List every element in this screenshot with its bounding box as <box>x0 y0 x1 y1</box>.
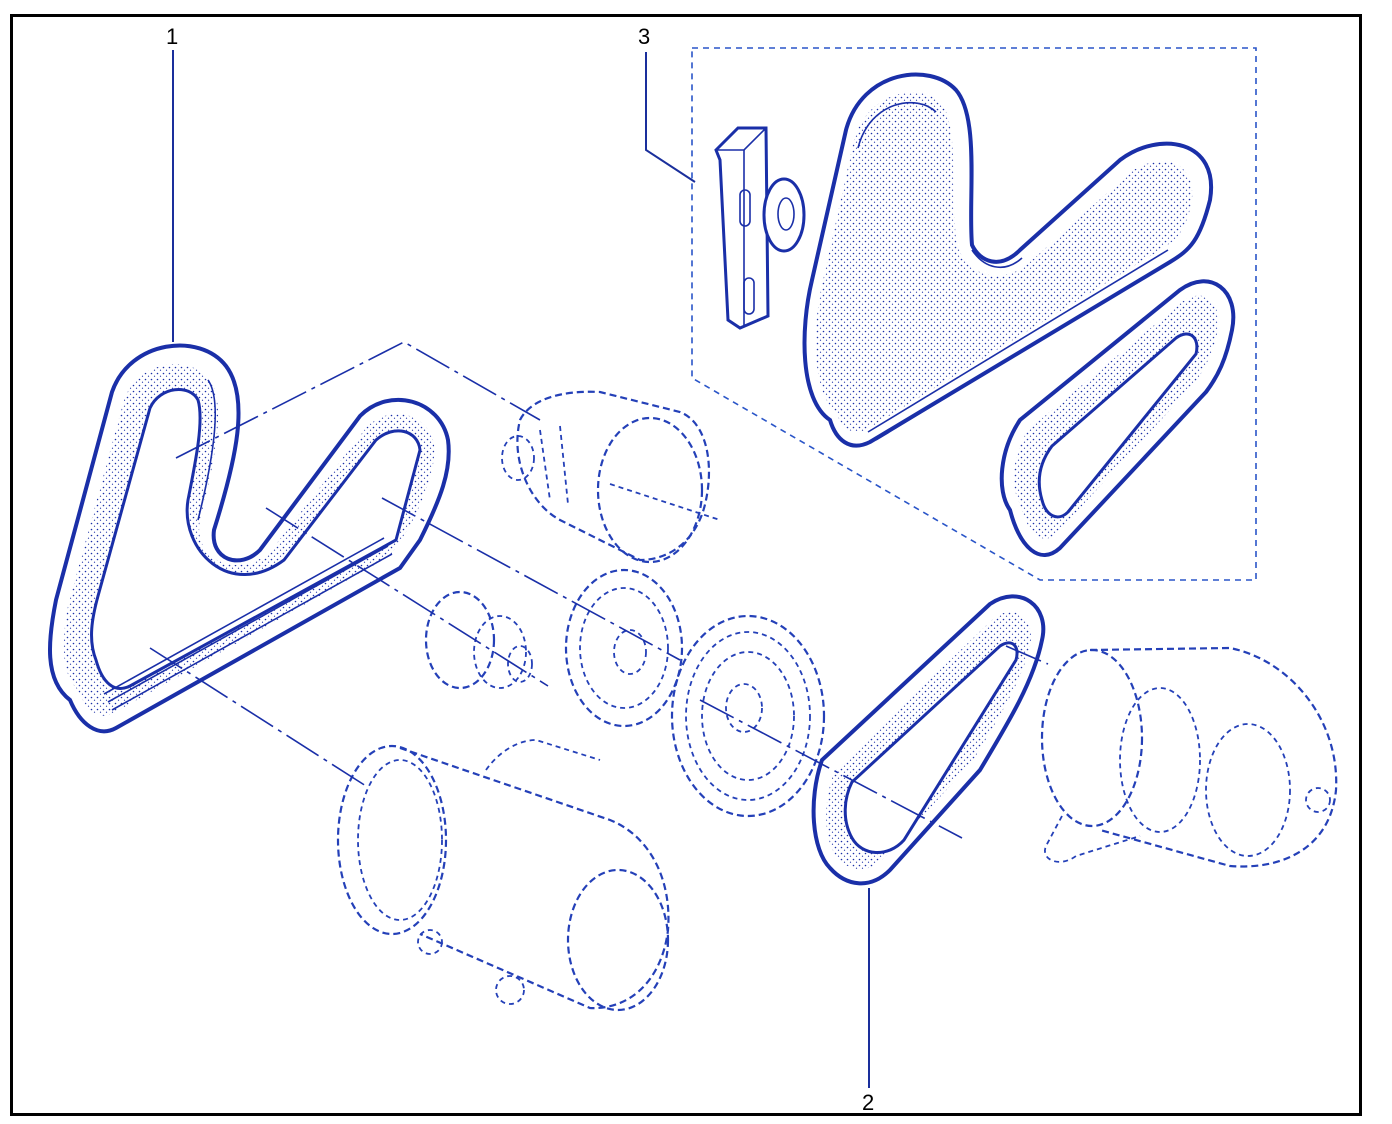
alignment-line-alternator <box>1005 645 1049 665</box>
small-pulley-hub <box>507 645 533 683</box>
compressor-clutch <box>336 744 448 936</box>
kit-belt-rib-a <box>857 101 937 149</box>
middle-pulley-groove <box>579 587 669 709</box>
alignment-line-compressor <box>149 647 367 787</box>
callout-3-group: 3 <box>638 24 696 183</box>
tensioner-pulley <box>762 177 806 253</box>
pump-details <box>539 425 721 521</box>
tensioner-bracket <box>714 126 770 330</box>
alternator-fan <box>1119 687 1201 833</box>
compressor-boss-1 <box>495 975 525 1005</box>
alternator-terminal <box>1305 787 1331 813</box>
large-pulley-ghost <box>670 614 826 818</box>
large-pulley-ring-1 <box>685 631 811 801</box>
alignment-line-large-pulley <box>699 699 963 839</box>
compressor-boss-2 <box>417 929 443 955</box>
callout-2-label: 2 <box>862 1090 874 1115</box>
compressor-clutch-ring <box>357 759 443 921</box>
middle-pulley-hub <box>613 629 647 675</box>
callout-3-label: 3 <box>638 24 650 49</box>
belt-1-rib-b <box>107 545 389 703</box>
kit-belt-rib-c <box>875 257 1177 441</box>
compressor-rear <box>566 868 670 1012</box>
tensioner-assembly <box>714 126 806 330</box>
tensioner-slot-lower <box>743 277 755 315</box>
belt-1-inner <box>90 388 422 690</box>
callout-1-group: 1 <box>166 24 178 342</box>
kit-boundary-box <box>691 47 1257 581</box>
kit-serpentine-belt <box>802 72 1214 448</box>
serpentine-belt-1 <box>48 343 451 734</box>
tensioner-slot-upper <box>739 189 751 227</box>
pump-face <box>596 416 704 564</box>
ac-compressor-ghost <box>336 739 670 1012</box>
belt-1-rib-c <box>103 537 385 695</box>
small-pulley-rim <box>424 590 496 690</box>
pump-body <box>516 390 711 562</box>
middle-pulley-ghost <box>564 568 684 728</box>
middle-pulley-outer <box>564 568 684 728</box>
large-pulley-hub <box>725 683 763 733</box>
alignment-line-small-pulley <box>265 507 549 687</box>
callout-3-leader <box>645 52 696 183</box>
callout-1-label: 1 <box>166 24 178 49</box>
compressor-hose <box>485 739 601 771</box>
small-pulley-ghost <box>424 590 533 690</box>
power-steering-pump-ghost <box>501 390 721 564</box>
alternator-rear <box>1205 723 1291 857</box>
alternator-mount <box>1044 815 1141 863</box>
alignment-lines <box>149 341 1049 839</box>
belt-1-rib-d <box>197 379 216 521</box>
belt-2-inner <box>843 641 1019 854</box>
kit-belt-rib-b <box>971 249 1023 268</box>
callout-2-group: 2 <box>862 888 874 1115</box>
kit-belt-textured-face <box>815 92 1193 432</box>
alternator-body <box>1089 646 1338 868</box>
kit-loop-belt-inner <box>1037 332 1199 519</box>
alternator-ghost <box>1040 646 1338 868</box>
loop-belt-2 <box>811 594 1046 886</box>
pump-pulley-boss <box>501 435 535 481</box>
tensioner-pulley-hub <box>777 197 795 231</box>
alignment-line-middle-pulley <box>381 497 681 661</box>
kit-loop-belt <box>999 279 1236 557</box>
large-pulley-ring-2 <box>701 651 795 781</box>
small-pulley-step <box>473 615 527 689</box>
kit-belt-rib-d <box>867 249 1169 433</box>
alignment-line-pump <box>175 341 541 459</box>
large-pulley-outer <box>670 614 826 818</box>
belt-1-rib-a <box>111 553 393 711</box>
